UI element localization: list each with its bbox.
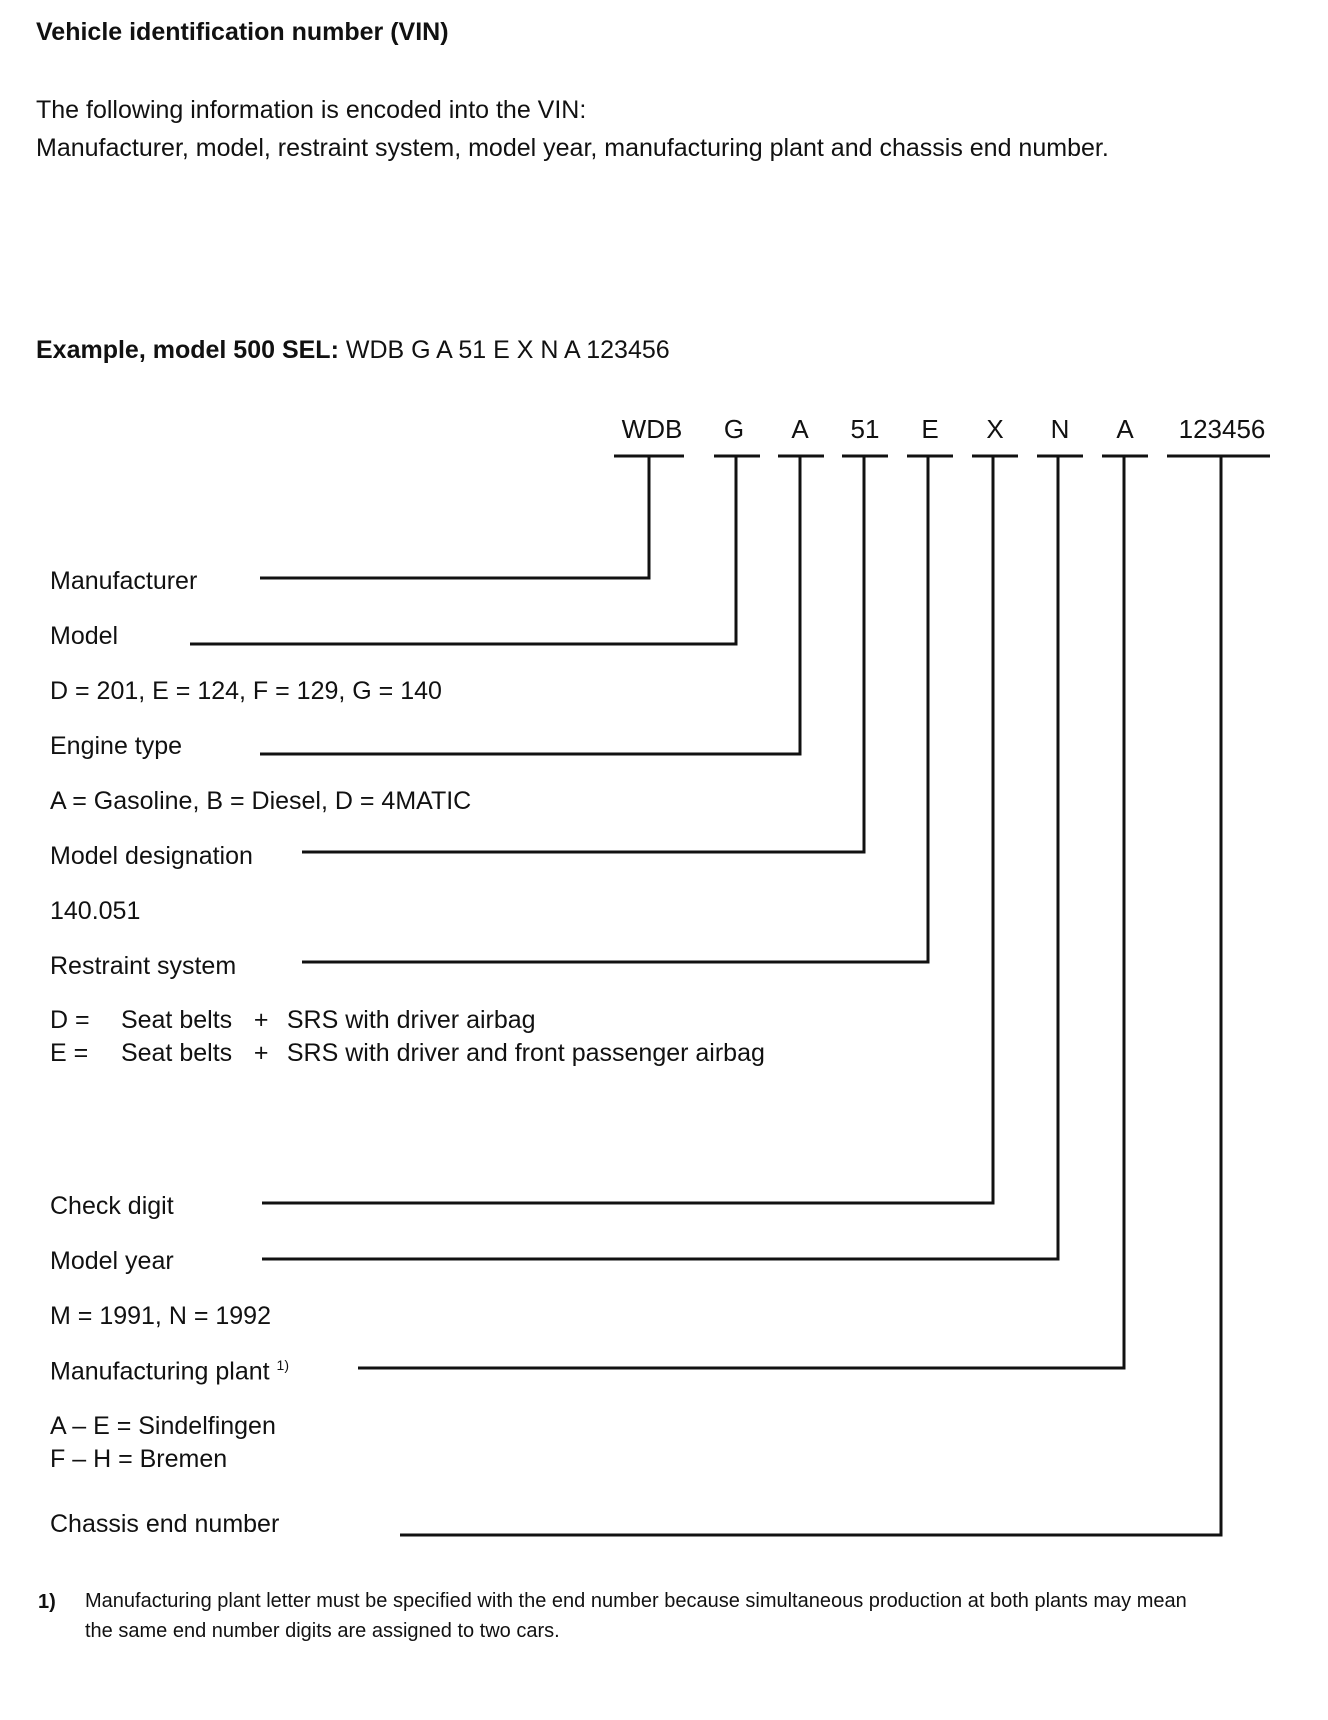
vin-segment-manufacturing-plant: A (1116, 414, 1134, 444)
model-codes: D = 201, E = 124, F = 129, G = 140 (50, 677, 442, 705)
label-chassis-end-number: Chassis end number (50, 1510, 280, 1538)
example-line: Example, model 500 SEL: WDB G A 51 E X N… (36, 336, 670, 365)
label-model: Model (50, 622, 119, 650)
plant-codes-line-2: F – H = Bremen (50, 1445, 228, 1473)
model-designation-value: 140.051 (50, 897, 141, 925)
restraint-code: E = (50, 1039, 89, 1067)
connector-chassis-end-number (400, 456, 1223, 1537)
vin-segment-restraint-system: E (921, 414, 939, 444)
label-restraint-system: Restraint system (50, 952, 237, 980)
restraint-seat-belts: Seat belts (120, 1006, 233, 1034)
connector-restraint-system (302, 456, 930, 964)
restraint-srs: SRS with driver airbag (286, 1006, 536, 1034)
vin-segment-model: G (723, 414, 745, 444)
manufacturing-plant-text: Manufacturing plant (50, 1357, 270, 1386)
plant-codes-line-1: A – E = Sindelfingen (50, 1412, 276, 1440)
label-engine-type: Engine type (50, 732, 183, 760)
example-vin: WDB G A 51 E X N A 123456 (345, 336, 670, 364)
vin-segment-check-digit: X (986, 414, 1004, 444)
example-prefix: Example, model 500 SEL: (36, 336, 339, 364)
vin-segment-engine-type: A (791, 414, 809, 444)
connector-manufacturer (260, 456, 651, 580)
connector-model-year (262, 456, 1060, 1261)
footnote-number: 1) (38, 1591, 56, 1613)
intro-line-1: The following information is encoded int… (36, 96, 587, 124)
intro-line-2: Manufacturer, model, restraint system, m… (36, 134, 1109, 162)
connector-engine-type (260, 456, 802, 756)
model-year-codes: M = 1991, N = 1992 (50, 1302, 271, 1330)
label-model-year: Model year (50, 1247, 174, 1275)
label-check-digit: Check digit (50, 1192, 174, 1220)
connector-check-digit (262, 456, 995, 1205)
plus-sign: + (253, 1006, 269, 1034)
label-manufacturer: Manufacturer (50, 567, 198, 595)
restraint-option-e: E = Seat belts + SRS with driver and fro… (50, 1039, 765, 1068)
page-title: Vehicle identification number (VIN) (36, 18, 449, 46)
plus-sign: + (253, 1039, 269, 1067)
vin-segment-model-designation: 51 (850, 414, 880, 444)
footnote-line-2: the same end number digits are assigned … (85, 1620, 560, 1642)
vin-segment-model-year: N (1050, 414, 1070, 444)
connector-manufacturing-plant (358, 456, 1126, 1370)
restraint-code: D = (50, 1006, 90, 1034)
connector-model-designation (302, 456, 866, 854)
vin-segment-manufacturer: WDB (621, 414, 683, 444)
connector-model (190, 456, 738, 646)
restraint-seat-belts: Seat belts (120, 1039, 233, 1067)
footnote-line-1: Manufacturing plant letter must be speci… (85, 1590, 1187, 1612)
restraint-srs: SRS with driver and front passenger airb… (286, 1039, 765, 1067)
footnote-reference: 1) (276, 1357, 289, 1373)
vin-segment-chassis-end-number: 123456 (1178, 414, 1266, 444)
label-model-designation: Model designation (50, 842, 253, 870)
restraint-option-d: D = Seat belts + SRS with driver airbag (50, 1006, 536, 1035)
engine-codes: A = Gasoline, B = Diesel, D = 4MATIC (50, 787, 472, 815)
label-manufacturing-plant: Manufacturing plant 1) (50, 1357, 289, 1386)
